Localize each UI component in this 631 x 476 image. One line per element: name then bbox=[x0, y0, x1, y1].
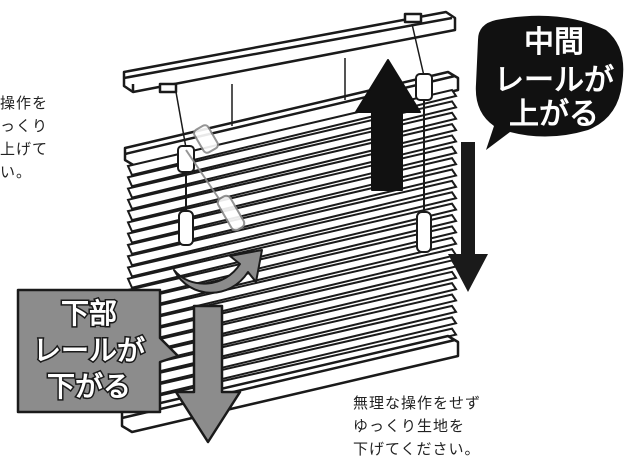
wand-handles bbox=[177, 73, 433, 253]
arrow-up-icon bbox=[355, 59, 421, 191]
callout-box-line-3: 下がる bbox=[47, 370, 131, 403]
instruction-left-line: 操作を bbox=[0, 94, 49, 112]
head-rail bbox=[122, 10, 457, 94]
callout-bubble: 中間 レールが 上がる bbox=[475, 15, 624, 150]
pleat bbox=[126, 202, 458, 289]
instruction-left-line: い。 bbox=[0, 163, 33, 181]
callout-bubble-line-3: 上がる bbox=[509, 97, 599, 132]
callout-box-line-1: 下部 bbox=[61, 297, 117, 330]
callout-bubble-line-1: 中間 bbox=[524, 25, 584, 60]
instruction-bottom-line: 無理な操作をせず bbox=[353, 394, 482, 412]
ghost-handle bbox=[185, 124, 246, 232]
instruction-bottom-line: ゆっくり生地を bbox=[353, 417, 466, 435]
instruction-left-line: 上げて bbox=[0, 140, 49, 158]
callout-box: 下部 レールが 下がる bbox=[16, 288, 180, 414]
pleat bbox=[126, 191, 458, 278]
pleat bbox=[126, 179, 458, 267]
curved-arrow-icon bbox=[173, 249, 263, 294]
callout-box-line-2: レールが bbox=[33, 334, 145, 367]
arrow-down-gray-icon bbox=[174, 304, 242, 444]
callout-bubble-line-2: レールが bbox=[494, 63, 614, 98]
instruction-bottom-line: 下げてください。 bbox=[353, 440, 481, 458]
instruction-left: 操作を っくり 上げて い。 bbox=[0, 92, 72, 184]
rail-strings bbox=[175, 23, 425, 149]
instruction-bottom: 無理な操作をせず ゆっくり生地を 下げてください。 bbox=[353, 392, 481, 461]
instruction-left-line: っくり bbox=[0, 117, 49, 135]
arrow-down-icon bbox=[448, 142, 488, 292]
